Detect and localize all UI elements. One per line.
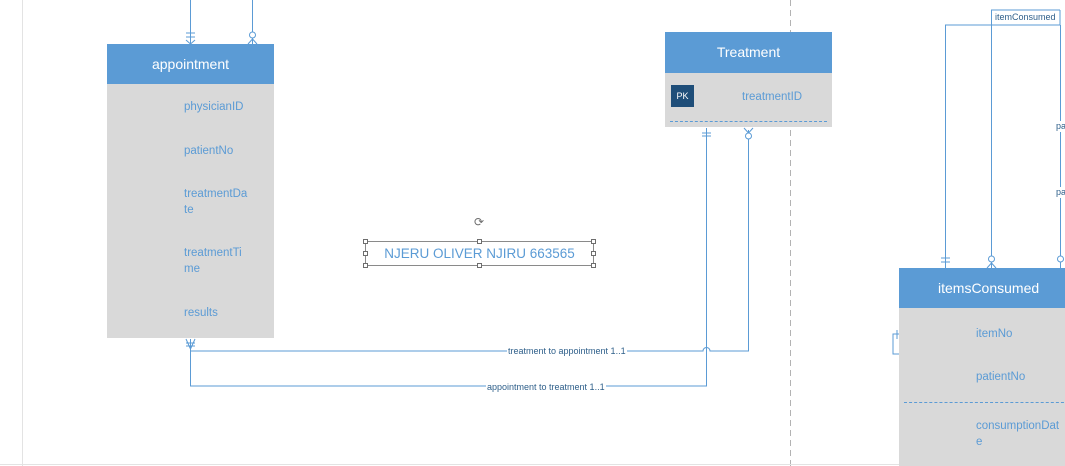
attr-treatment-time[interactable]: treatmentTi me xyxy=(184,247,242,275)
entity-body: itemNo patientNo consumptionDat e xyxy=(899,308,1065,466)
entity-items-consumed[interactable]: itemsConsumed itemNo patientNo consumpti… xyxy=(899,268,1065,466)
resize-handle-bottom-right[interactable] xyxy=(591,263,596,268)
resize-handle-top-right[interactable] xyxy=(591,239,596,244)
attr-treatment-date[interactable]: treatmentDa te xyxy=(184,188,248,216)
attr-item-no[interactable]: itemNo xyxy=(976,328,1013,340)
rotate-handle-icon[interactable]: ⟳ xyxy=(473,215,485,229)
relationship-label-pa-1[interactable]: pa xyxy=(1055,121,1065,132)
attr-results[interactable]: results xyxy=(184,307,218,319)
relationship-label-treatment-to-appointment[interactable]: treatment to appointment 1..1 xyxy=(507,346,627,357)
attr-treatment-id[interactable]: treatmentID xyxy=(742,91,803,103)
relationship-label-item-consumed[interactable]: itemConsumed xyxy=(994,12,1057,23)
resize-handle-left[interactable] xyxy=(363,251,368,256)
name-text[interactable]: NJERU OLIVER NJIRU 663565 xyxy=(384,246,575,261)
resize-handle-bottom[interactable] xyxy=(477,263,482,268)
attr-patient-no[interactable]: patientNo xyxy=(976,371,1026,383)
entity-appointment[interactable]: appointment physicianID patientNo treatm… xyxy=(107,44,274,338)
relationship-label-appointment-to-treatment[interactable]: appointment to treatment 1..1 xyxy=(486,382,606,393)
resize-handle-right[interactable] xyxy=(591,251,596,256)
entity-title[interactable]: appointment xyxy=(107,44,274,84)
entity-title[interactable]: Treatment xyxy=(665,32,832,73)
connector-appointment-to-treatment[interactable] xyxy=(190,128,712,387)
connector-appointment-top[interactable] xyxy=(185,0,258,45)
entity-title[interactable]: itemsConsumed xyxy=(899,268,1065,308)
attr-physician-id[interactable]: physicianID xyxy=(184,101,244,113)
entity-body: PK treatmentID xyxy=(665,73,832,127)
key-separator xyxy=(670,121,827,122)
entity-treatment[interactable]: Treatment PK treatmentID xyxy=(665,32,832,127)
attr-consumption-date[interactable]: consumptionDat e xyxy=(976,420,1060,448)
resize-handle-bottom-left[interactable] xyxy=(363,263,368,268)
entity-body: physicianID patientNo treatmentDa te tre… xyxy=(107,84,274,338)
attr-patient-no[interactable]: patientNo xyxy=(184,145,234,157)
relationship-label-pa-2[interactable]: pa xyxy=(1055,187,1065,198)
resize-handle-top[interactable] xyxy=(477,239,482,244)
pk-badge: PK xyxy=(671,85,694,107)
resize-handle-top-left[interactable] xyxy=(363,239,368,244)
key-separator xyxy=(904,402,1065,403)
